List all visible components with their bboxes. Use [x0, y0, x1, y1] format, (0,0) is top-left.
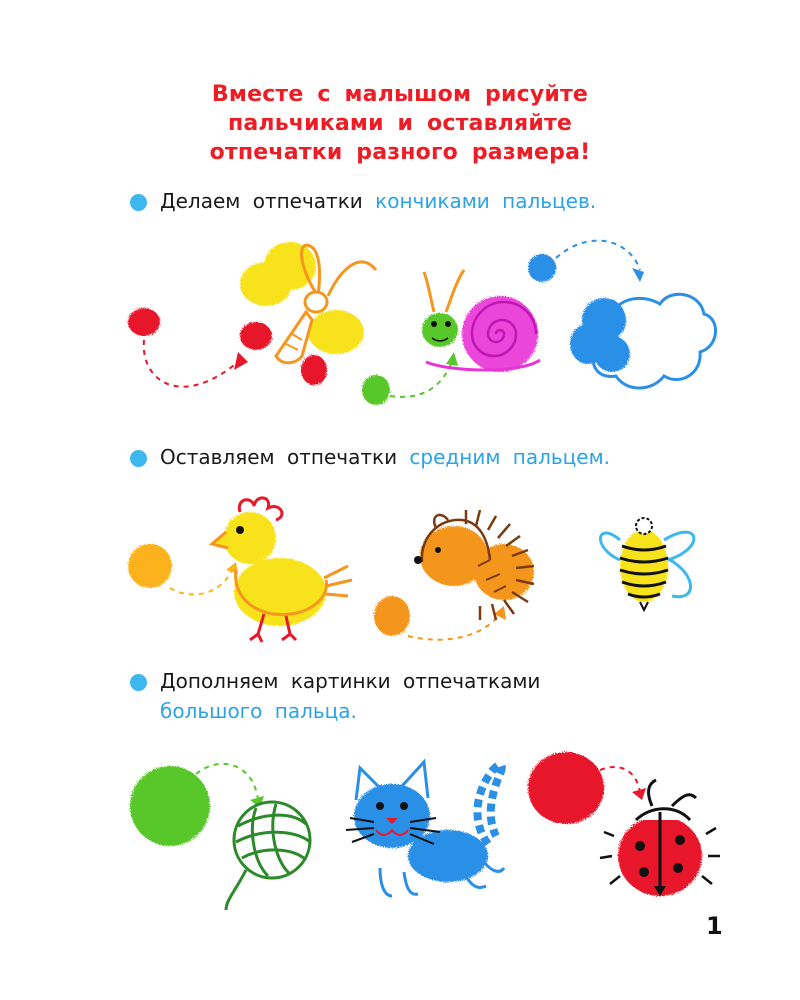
page-title: Вместе с малышом рисуйте пальчиками и ос… — [0, 80, 800, 167]
title-line-3: отпечатки разного размера! — [209, 140, 591, 165]
section-accent-text: кончиками пальцев. — [375, 189, 597, 213]
cloud-icon — [528, 239, 717, 390]
section-accent-text: средним пальцем. — [409, 445, 611, 469]
section-text: Делаем отпечатки — [160, 189, 376, 213]
chick-icon — [128, 496, 353, 643]
section-middle-finger: Оставляем отпечатки средним пальцем. — [130, 442, 611, 472]
section-text: Дополняем картинки отпечатками — [160, 669, 541, 693]
bullet-dot-icon — [130, 450, 147, 467]
snail-icon — [362, 269, 541, 405]
section-fingertips: Делаем отпечатки кончиками пальцев. — [130, 186, 597, 216]
page-number: 1 — [706, 912, 723, 940]
section-accent-text: большого пальца. — [160, 699, 357, 723]
bullet-dot-icon — [130, 194, 147, 211]
title-line-2: пальчиками и оставляйте — [227, 111, 573, 136]
yarn-ball-icon — [130, 762, 312, 911]
butterfly-icon — [128, 242, 378, 388]
title-line-1: Вместе с малышом рисуйте — [211, 82, 589, 107]
bee-icon — [599, 517, 696, 613]
bullet-dot-icon — [130, 674, 147, 691]
section-text: Оставляем отпечатки — [160, 445, 410, 469]
cat-icon — [345, 758, 506, 898]
section-thumb: Дополняем картинки отпечатками большого … — [130, 666, 541, 726]
ladybug-icon — [528, 752, 720, 896]
hedgehog-icon — [374, 509, 535, 641]
